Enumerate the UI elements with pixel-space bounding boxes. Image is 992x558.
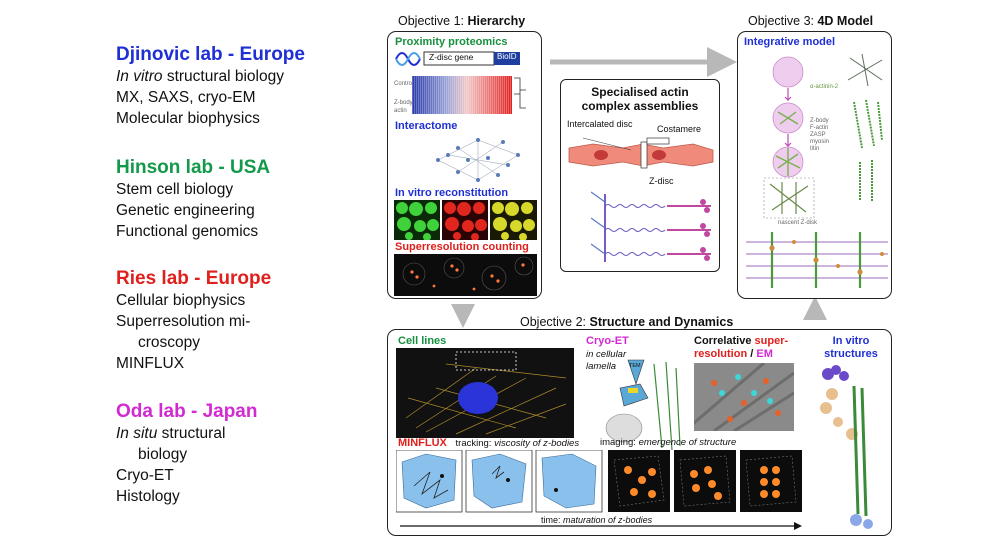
- imaging-row-label: imaging: emergence of structure: [600, 437, 736, 448]
- lab-title: Djinovic lab - Europe: [116, 44, 305, 65]
- lab-line: In vitro structural biology: [116, 66, 376, 87]
- lab-line-rest: structural: [157, 425, 226, 442]
- lab-line: MX, SAXS, cryo-EM: [116, 89, 256, 106]
- cryo-et-label: Cryo-ET: [586, 335, 629, 347]
- integrative-label: Integrative model: [744, 36, 836, 48]
- reconstitution-micrographs: [394, 200, 537, 240]
- resolution-text: resolution: [694, 348, 748, 360]
- correlative-micrograph: [694, 363, 794, 431]
- lab-line-italic: In vitro: [116, 68, 163, 85]
- in-cellular-label: in cellular: [586, 349, 627, 360]
- lab-line: croscopy: [138, 334, 201, 351]
- lab-line: Histology: [116, 488, 180, 505]
- interactome-network: [436, 138, 520, 182]
- lab-line: Superresolution mi-: [116, 313, 251, 330]
- objective2-prefix: Objective 2:: [520, 315, 590, 329]
- center-title-1: Specialised actin: [591, 85, 689, 99]
- minflux-label: MINFLUX: [398, 437, 447, 449]
- costamere-label: Costamere: [657, 124, 702, 134]
- center-title-2: complex assemblies: [581, 99, 699, 113]
- lab-line-rest: structural biology: [162, 68, 284, 85]
- bioid-label: BioID: [497, 52, 517, 61]
- objective3-heading: Objective 3: 4D Model: [748, 14, 873, 28]
- super-text: super-: [754, 335, 789, 347]
- tem-label: TEM: [629, 363, 641, 369]
- slash-text: /: [750, 348, 754, 360]
- intercalated-label: Intercalated disc: [567, 119, 633, 129]
- objective1-heading: Objective 1: Hierarchy: [398, 14, 525, 28]
- invitro-structure-graphic: [820, 365, 873, 529]
- lab-title: Hinson lab - USA: [116, 157, 271, 178]
- correlative-line2: resolution / EM: [694, 348, 773, 360]
- proximity-label: Proximity proteomics: [395, 36, 508, 48]
- titin-note: titin: [810, 146, 820, 152]
- interactome-label: Interactome: [395, 120, 458, 132]
- invitro-label-2: structures: [824, 348, 878, 360]
- zbody-label: Z-body: [394, 100, 413, 106]
- myosin-note: myosin: [810, 139, 830, 145]
- objective2-panel: Cell lines Cryo-ET in cellular lamella T…: [387, 329, 892, 536]
- lab-line: Molecular biophysics: [116, 110, 260, 127]
- lab-line: MINFLUX: [116, 355, 185, 372]
- invitro-label-1: In vitro: [832, 335, 870, 347]
- cell-lines-label: Cell lines: [398, 335, 447, 347]
- zdisc-gene-label: Z-disc gene: [429, 52, 474, 62]
- zbody-note: Z-body: [810, 118, 829, 124]
- lab-title: Ries lab - Europe: [116, 268, 272, 289]
- lab-line: In situ structural: [116, 423, 376, 444]
- imaging-label: imaging:: [600, 437, 636, 448]
- proteomics-heatmap: [412, 76, 526, 114]
- time-italic: maturation of z-bodies: [563, 515, 653, 525]
- cardiomyocyte-graphic: [568, 137, 714, 169]
- tracking-label: tracking:: [455, 438, 492, 449]
- correlative-text: Correlative: [694, 335, 752, 347]
- lab-line: biology: [138, 446, 188, 463]
- lab-line: Cryo-ET: [116, 467, 174, 484]
- lab-line: Stem cell biology: [116, 181, 234, 198]
- lab-line: Genetic engineering: [116, 202, 255, 219]
- objective2-title: Structure and Dynamics: [589, 315, 734, 329]
- objective1-prefix: Objective 1:: [398, 14, 468, 28]
- lab-hinson: Hinson lab - USA Stem cell biology Genet…: [116, 157, 376, 242]
- objective1-title: Hierarchy: [467, 14, 526, 28]
- lab-line: Functional genomics: [116, 223, 259, 240]
- time-label: time: maturation of z-bodies: [538, 515, 656, 525]
- cryo-et-graphic: [605, 359, 681, 451]
- alpha-actinin-note: α-actinin-2: [810, 84, 839, 90]
- zdisc-filaments: [591, 191, 711, 262]
- lab-line: Cellular biophysics: [116, 292, 246, 309]
- zdisc-label: Z-disc: [649, 176, 674, 186]
- minflux-row-label: MINFLUX tracking: viscosity of z-bodies: [398, 437, 579, 449]
- objective3-prefix: Objective 3:: [748, 14, 818, 28]
- lamella-label: lamella: [586, 361, 617, 372]
- lab-oda: Oda lab - Japan In situ structural biolo…: [116, 401, 376, 507]
- imaging-italic: emergence of structure: [638, 437, 737, 448]
- lab-ries: Ries lab - Europe Cellular biophysics Su…: [116, 268, 376, 374]
- zdisc-gene-graphic: [395, 51, 520, 66]
- factin-note: F-actin: [810, 125, 829, 131]
- integrative-model-graphic: [746, 53, 888, 288]
- counting-micrograph: [394, 254, 537, 296]
- reconstitution-label: In vitro reconstitution: [395, 187, 509, 199]
- time-prefix: time:: [541, 515, 561, 525]
- lab-line-italic: In situ: [116, 425, 158, 442]
- actin-assemblies-box: Specialised actin complex assemblies Int…: [560, 79, 720, 272]
- nascent-zdisk-note: nascent Z-disk: [778, 220, 818, 226]
- correlative-line1: Correlative super-: [694, 335, 788, 347]
- lab-djinovic: Djinovic lab - Europe In vitro structura…: [116, 44, 376, 129]
- em-text: EM: [756, 348, 773, 360]
- actin-label: actin: [394, 108, 407, 114]
- cell-lines-micrograph: [396, 348, 574, 438]
- counting-label: Superresolution counting: [395, 241, 529, 253]
- tracking-italic: viscosity of z-bodies: [494, 438, 580, 449]
- objective1-panel: Proximity proteomics Z-disc gene BioID C…: [387, 31, 542, 299]
- lab-title: Oda lab - Japan: [116, 401, 258, 422]
- objective2-heading: Objective 2: Structure and Dynamics: [520, 315, 733, 329]
- control-label: Control: [394, 81, 414, 87]
- objective3-panel: Integrative model: [737, 31, 892, 299]
- zasp-note: ZASP: [810, 132, 826, 138]
- objective3-title: 4D Model: [817, 14, 874, 28]
- minflux-graphics: [396, 450, 802, 530]
